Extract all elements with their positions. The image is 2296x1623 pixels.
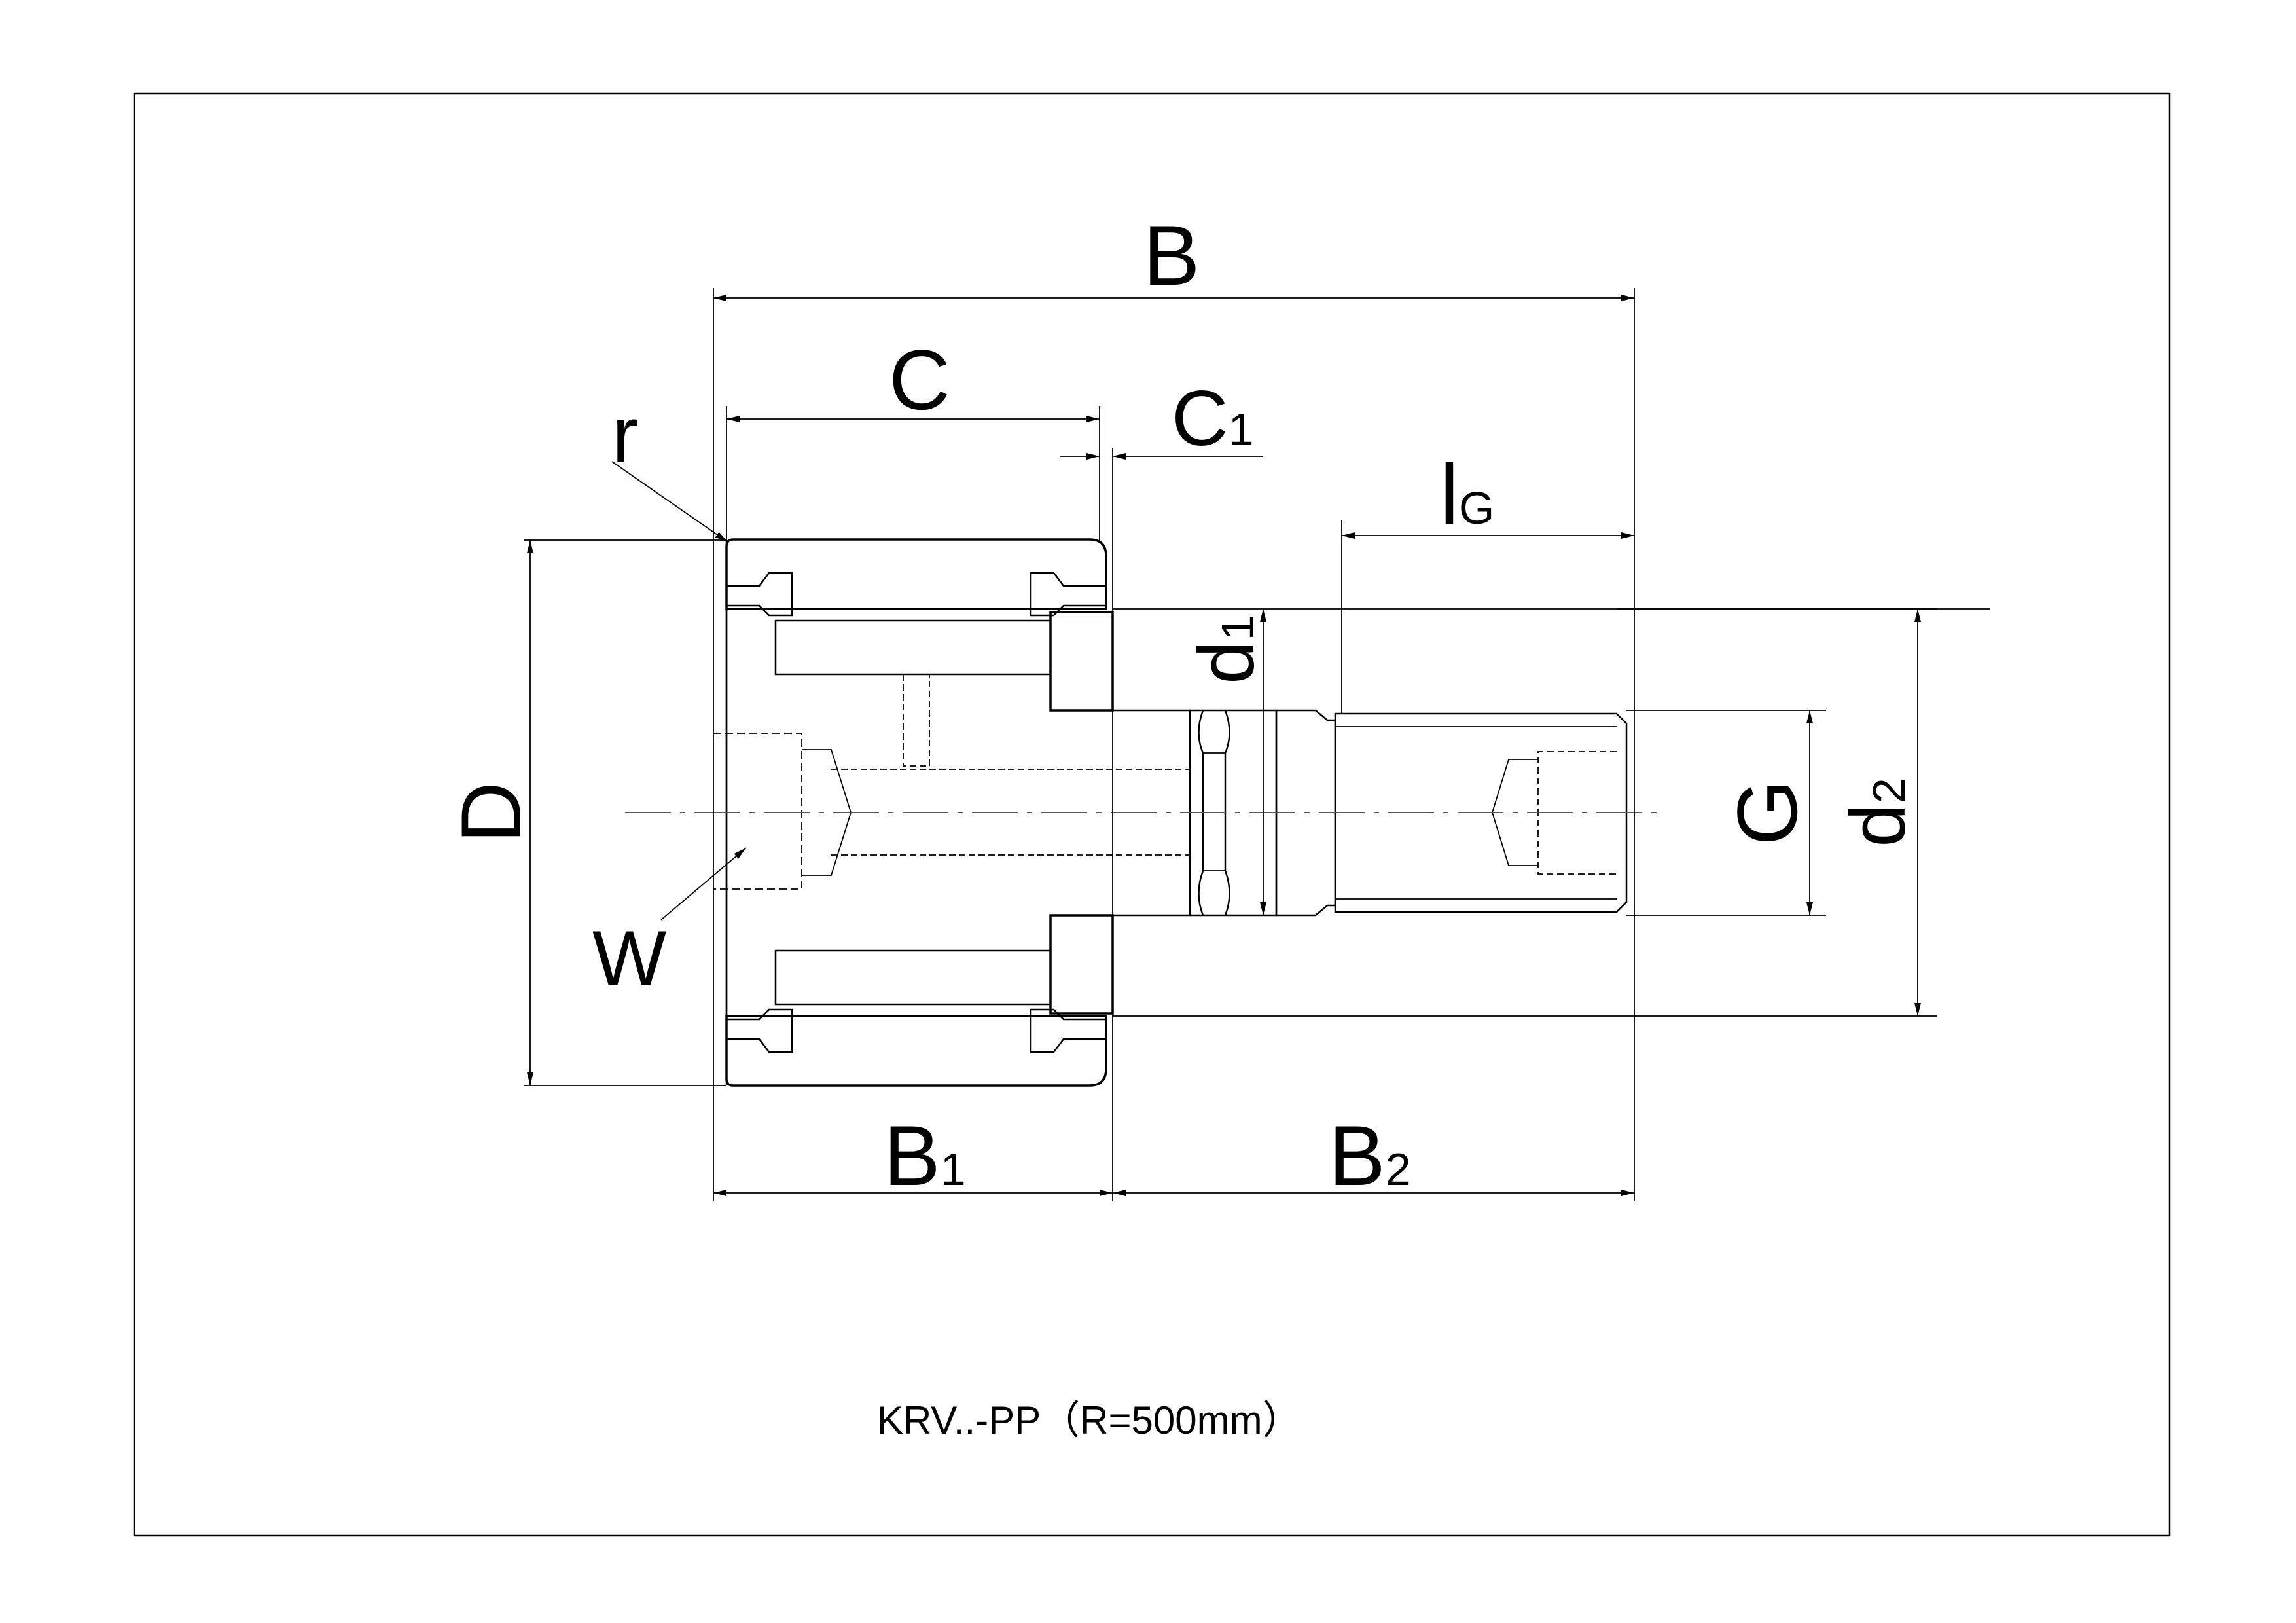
label-G: G (1719, 779, 1815, 845)
label-d2: d2 (1834, 778, 1922, 847)
label-d1: d1 (1183, 615, 1270, 684)
lube-bore (713, 674, 1190, 890)
dimension-labels: B C C1 r lG d1 D W G d2 B1 B2 (443, 208, 1922, 1203)
drawing-caption: KRV..-PP（R=500mm） (877, 1398, 1302, 1442)
dimension-lines (527, 295, 1921, 1196)
label-B2: B2 (1329, 1108, 1411, 1203)
label-C1: C1 (1172, 374, 1254, 462)
label-lG: lG (1440, 447, 1494, 542)
label-B1: B1 (884, 1108, 966, 1203)
seals (725, 572, 1107, 1053)
label-B: B (1143, 208, 1200, 303)
label-C: C (889, 332, 950, 428)
label-r: r (612, 391, 638, 479)
label-D: D (443, 782, 539, 843)
label-W: W (592, 915, 666, 1002)
drawing-frame (133, 92, 2171, 1537)
extension-lines (524, 288, 1937, 1201)
